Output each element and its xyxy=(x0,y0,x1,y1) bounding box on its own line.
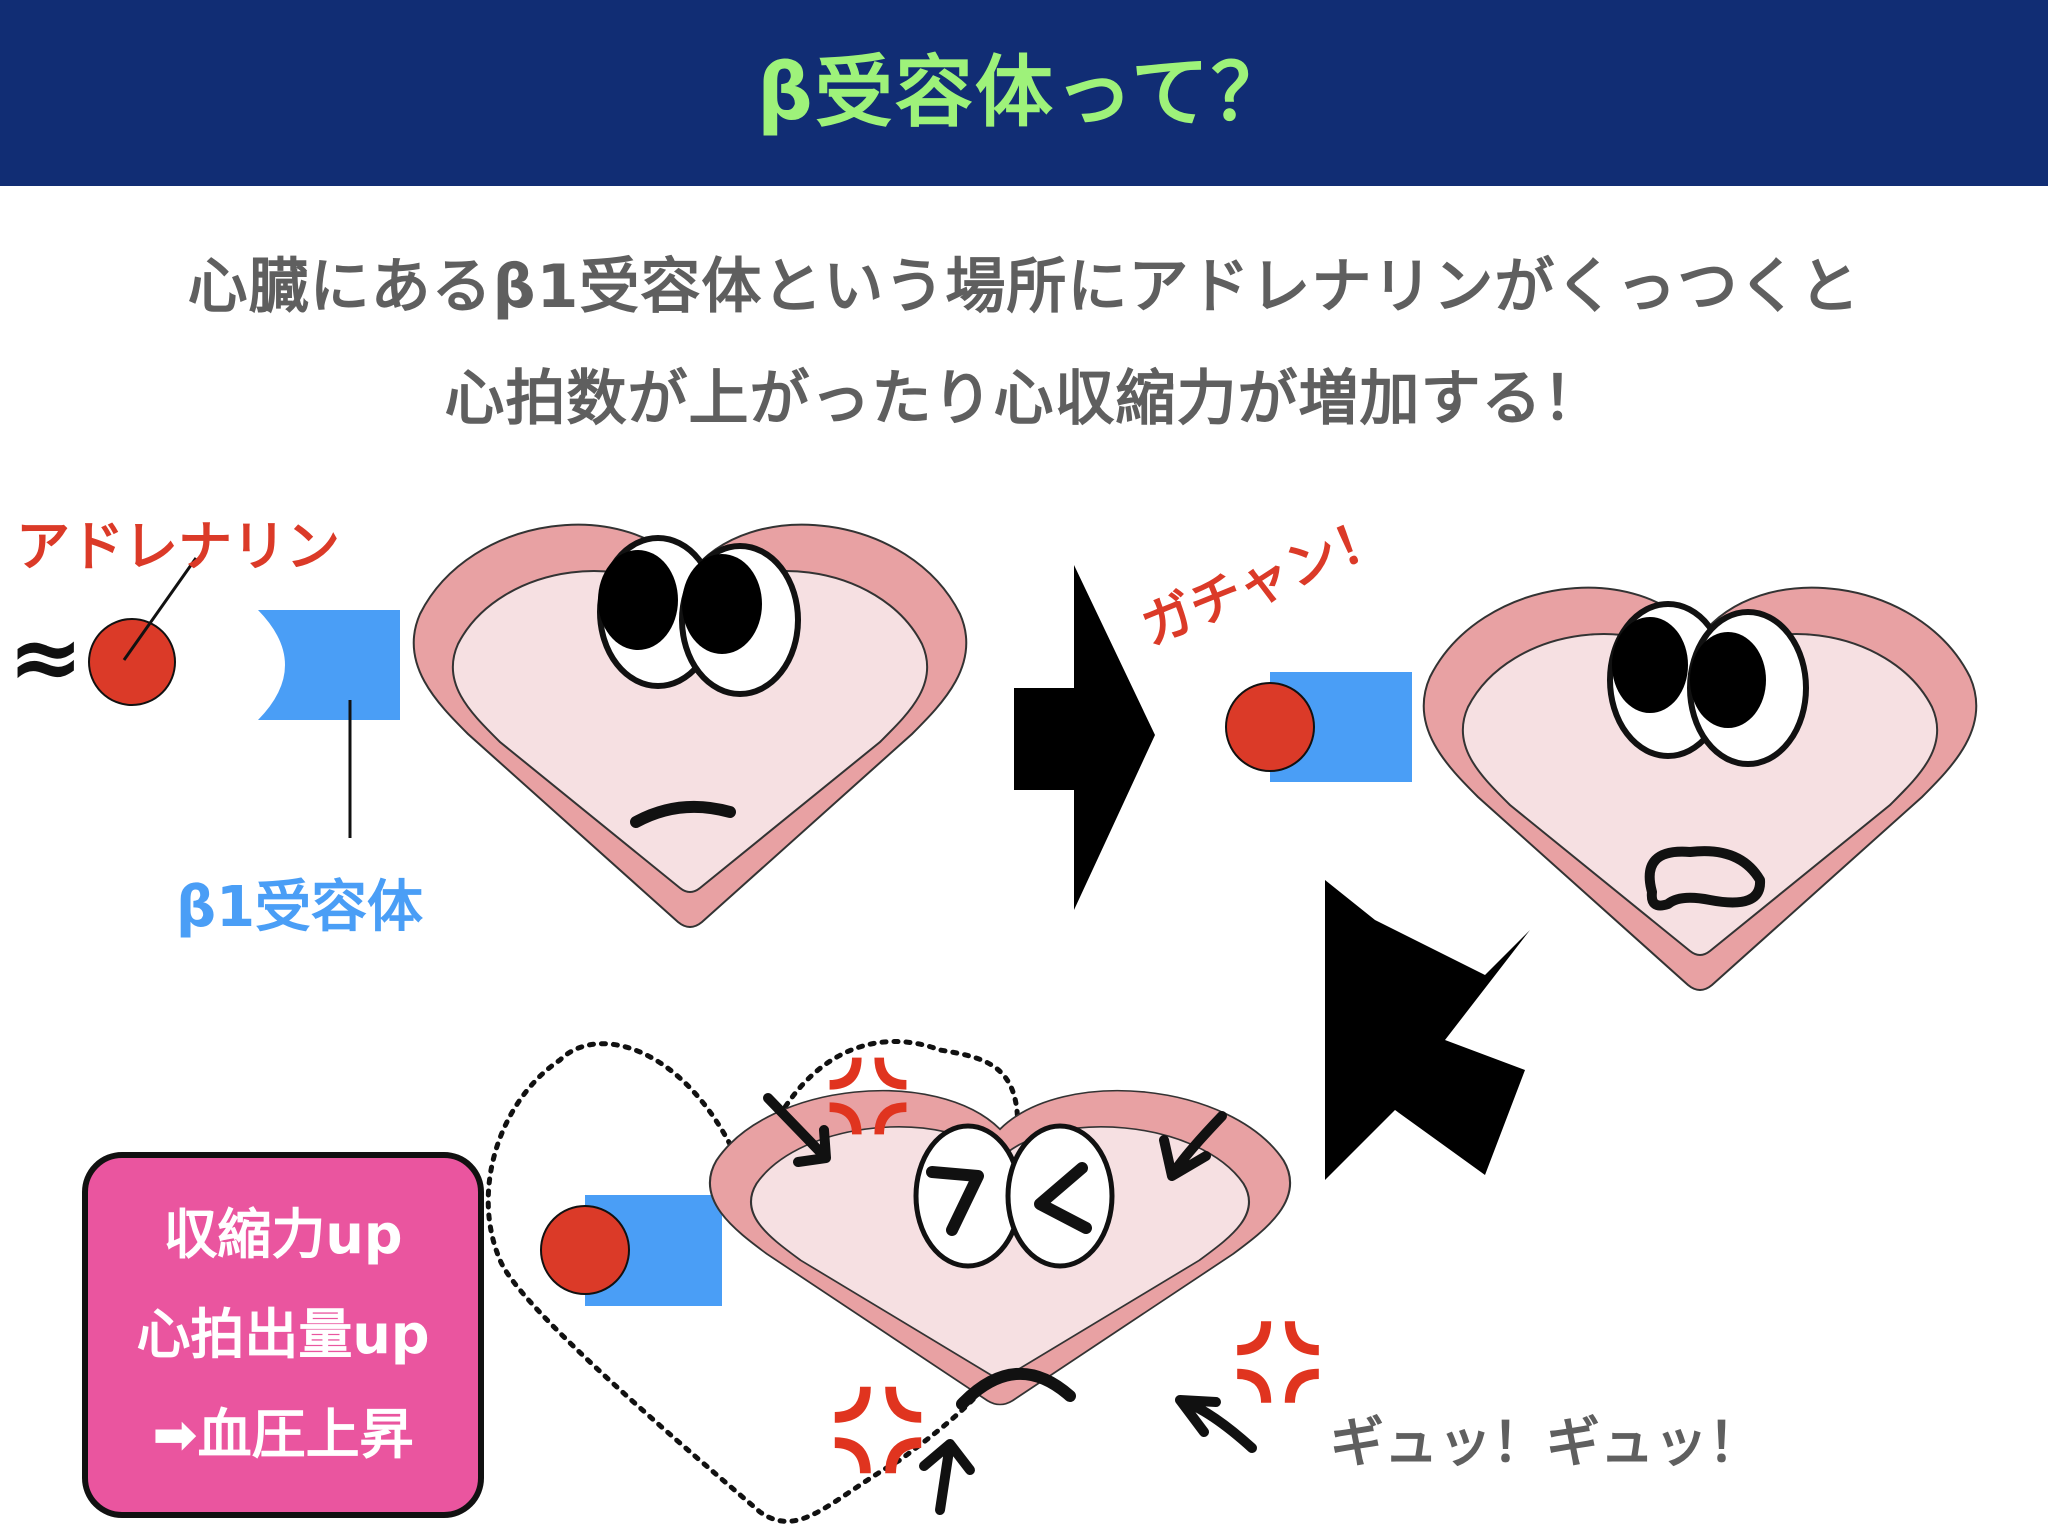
eyes-squinting xyxy=(913,1123,1115,1269)
mouth-neutral xyxy=(630,800,736,828)
summary-line-cardiac-output: 心拍出量up xyxy=(136,1303,430,1366)
wave-icon: ≈ xyxy=(8,605,83,710)
summary-box: 収縮力up 心拍出量up ➡血圧上昇 xyxy=(82,1152,484,1518)
squeeze-outline xyxy=(485,1039,1026,1524)
adrenaline-label: アドレナリン xyxy=(16,515,340,578)
summary-line-blood-pressure: ➡血圧上昇 xyxy=(152,1403,414,1466)
page-title: β受容体って？ xyxy=(757,48,1291,138)
mouth-worried xyxy=(1644,846,1766,911)
arrow-down-left-icon xyxy=(1325,880,1530,1180)
adrenaline-bound xyxy=(1225,682,1315,772)
eyes-normal xyxy=(597,535,801,697)
adrenaline-bound-2 xyxy=(540,1205,630,1295)
intro-line-2: 心拍数が上がったり心収縮力が増加する！ xyxy=(444,364,1604,434)
eyes-surprised xyxy=(1607,601,1809,767)
summary-line-contraction: 収縮力up xyxy=(163,1203,403,1266)
anger-mark-icon xyxy=(834,1386,922,1474)
intro-line-1: 心臓にあるβ1受容体という場所にアドレナリンがくっつくと xyxy=(187,252,1861,322)
mouth-frown xyxy=(956,1368,1076,1410)
beta1-receptor xyxy=(258,610,400,720)
arrow-right-icon xyxy=(1014,565,1155,910)
title-bar xyxy=(0,0,2048,186)
adrenaline-molecule xyxy=(88,618,176,706)
adrenaline-leader-line xyxy=(122,557,198,661)
beta1-receptor-label: β1受容体 xyxy=(176,875,424,940)
gyu-label: ギュッ！ギュッ！ xyxy=(1330,1411,1762,1474)
anger-mark-icon xyxy=(1237,1321,1319,1403)
squeeze-arrow-icon xyxy=(763,1093,1257,1515)
